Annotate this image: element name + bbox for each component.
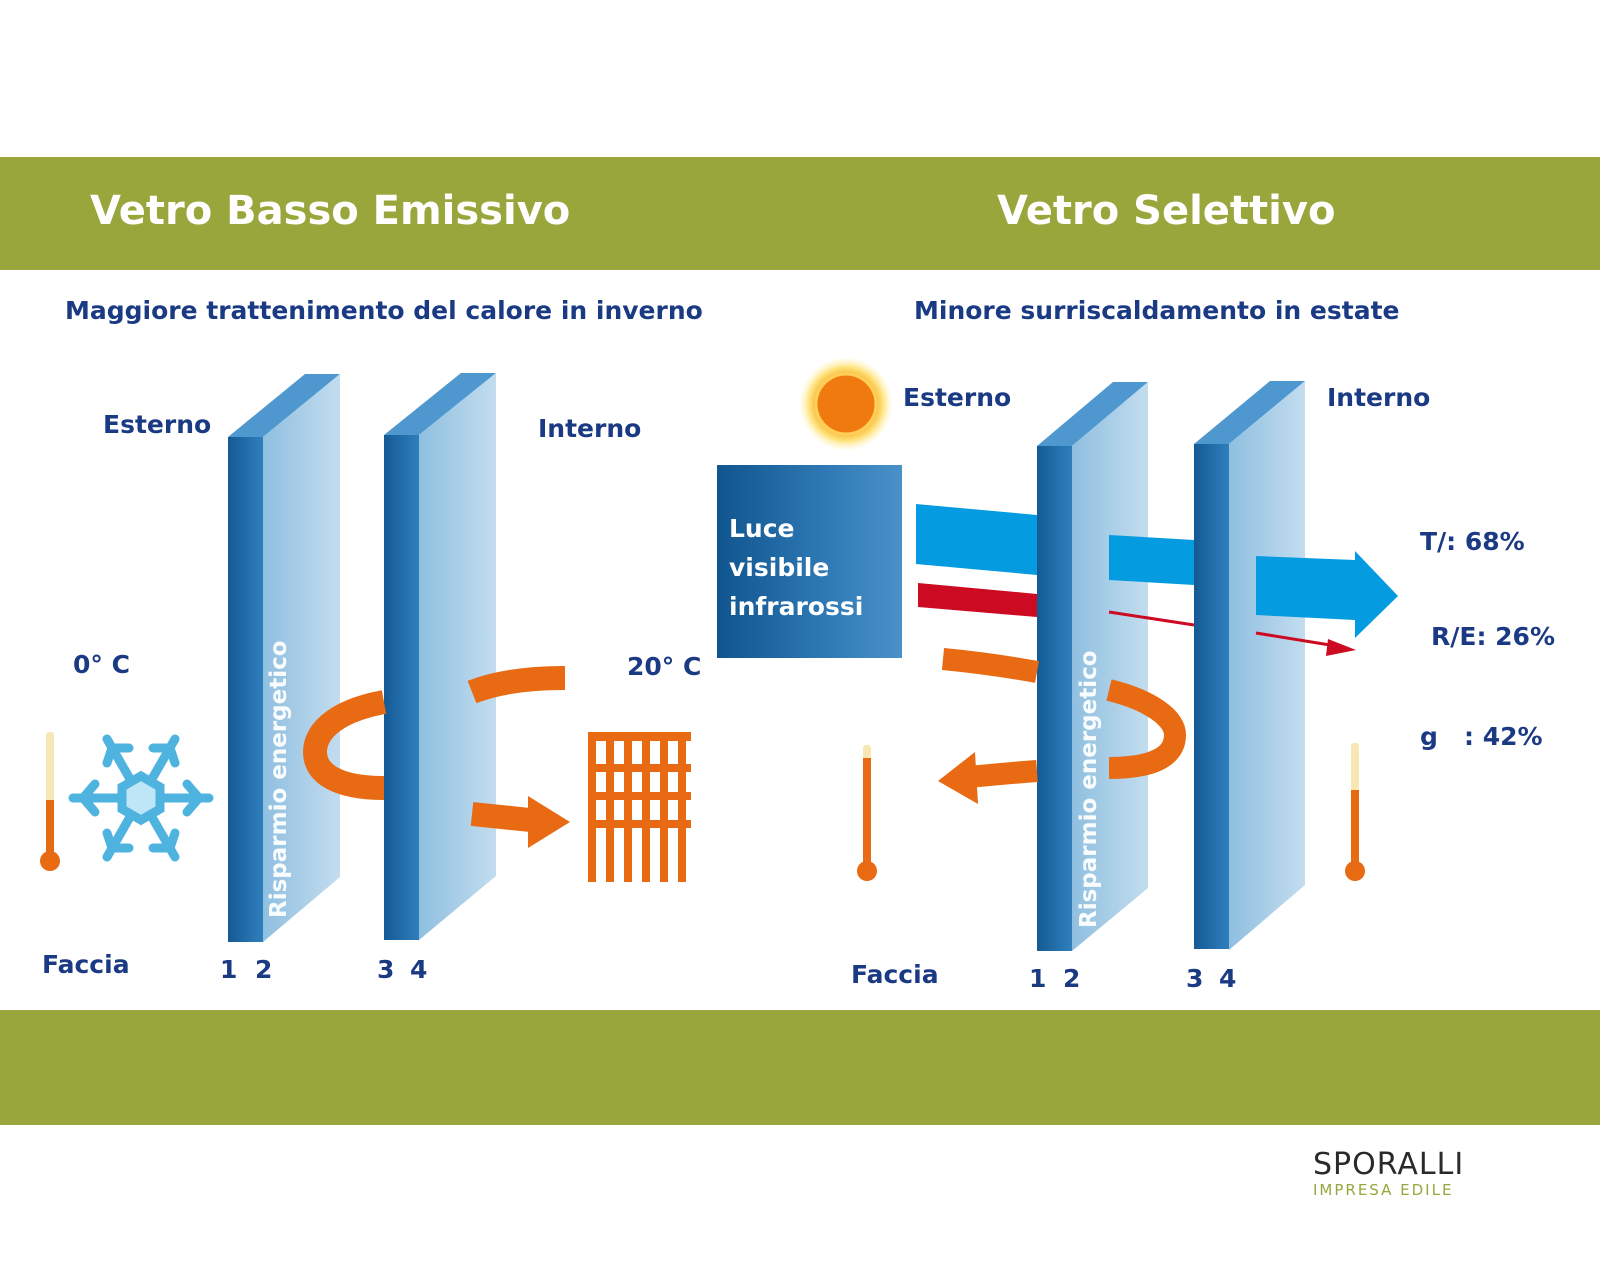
- header-band: [0, 157, 1600, 270]
- right-face-2: 2: [1063, 964, 1081, 993]
- left-outside-temp: 0° C: [73, 650, 130, 679]
- right-energy-label: Risparmio energetico: [1076, 650, 1102, 928]
- right-heat-arrowhead: [938, 752, 978, 804]
- left-energy-label: Risparmio energetico: [266, 640, 292, 918]
- light-beam-mid: [1109, 535, 1194, 585]
- infrared-arrowhead: [1326, 639, 1356, 656]
- left-face-label: Faccia: [42, 950, 130, 979]
- right-face-label: Faccia: [851, 960, 939, 989]
- left-face-3: 3: [377, 955, 395, 984]
- thermometer-icon: [40, 732, 60, 871]
- left-heat-arrowhead: [528, 796, 570, 848]
- right-subtitle: Minore surriscaldamento in estate: [914, 296, 1400, 325]
- left-face-1: 1: [220, 955, 238, 984]
- left-face-2: 2: [255, 955, 273, 984]
- snowflake-icon: [68, 734, 214, 862]
- left-glass-2: [384, 373, 496, 940]
- light-box-line-1: Luce: [729, 514, 795, 543]
- right-outside-label: Esterno: [903, 383, 1012, 412]
- infrared-line: [1108, 610, 1195, 627]
- left-inside-temp: 20° C: [627, 652, 702, 681]
- right-glass-1: [1037, 382, 1148, 951]
- left-face-4: 4: [410, 955, 428, 984]
- brand-logo: SPORALLI IMPRESA EDILE: [1313, 1147, 1473, 1199]
- right-face-1: 1: [1029, 964, 1047, 993]
- logo-name: SPORALLI: [1313, 1147, 1465, 1182]
- stat-transmission: T/: 68%: [1420, 527, 1525, 556]
- right-title: Vetro Selettivo: [997, 188, 1336, 234]
- stat-solar-factor: g : 42%: [1420, 722, 1543, 751]
- right-inside-label: Interno: [1327, 383, 1431, 412]
- left-title: Vetro Basso Emissivo: [90, 188, 571, 234]
- thermometer-icon: [857, 745, 877, 881]
- footer-band: [0, 1010, 1600, 1125]
- infrared-line-out: [1255, 631, 1331, 647]
- logo-tagline: IMPRESA EDILE: [1313, 1181, 1454, 1199]
- light-box-line-3: infrarossi: [729, 592, 864, 621]
- infrared-beam: [918, 583, 1037, 617]
- thermometer-icon: [1345, 743, 1365, 881]
- light-box: Luce visibile infrarossi: [717, 465, 902, 658]
- left-heat-loop: [302, 666, 566, 832]
- left-outside-label: Esterno: [103, 410, 212, 439]
- right-glass-2: [1194, 381, 1305, 950]
- light-beam-out: [1256, 551, 1398, 638]
- left-glass-1: [228, 374, 340, 942]
- light-box-line-2: visibile: [729, 553, 830, 582]
- left-inside-label: Interno: [538, 414, 642, 443]
- left-subtitle: Maggiore trattenimento del calore in inv…: [65, 296, 703, 325]
- sun-icon: [800, 358, 892, 450]
- radiator-icon: [588, 732, 691, 882]
- light-beam: [916, 504, 1037, 575]
- right-face-3: 3: [1186, 964, 1204, 993]
- stat-reflection: R/E: 26%: [1431, 622, 1555, 651]
- right-face-4: 4: [1219, 964, 1237, 993]
